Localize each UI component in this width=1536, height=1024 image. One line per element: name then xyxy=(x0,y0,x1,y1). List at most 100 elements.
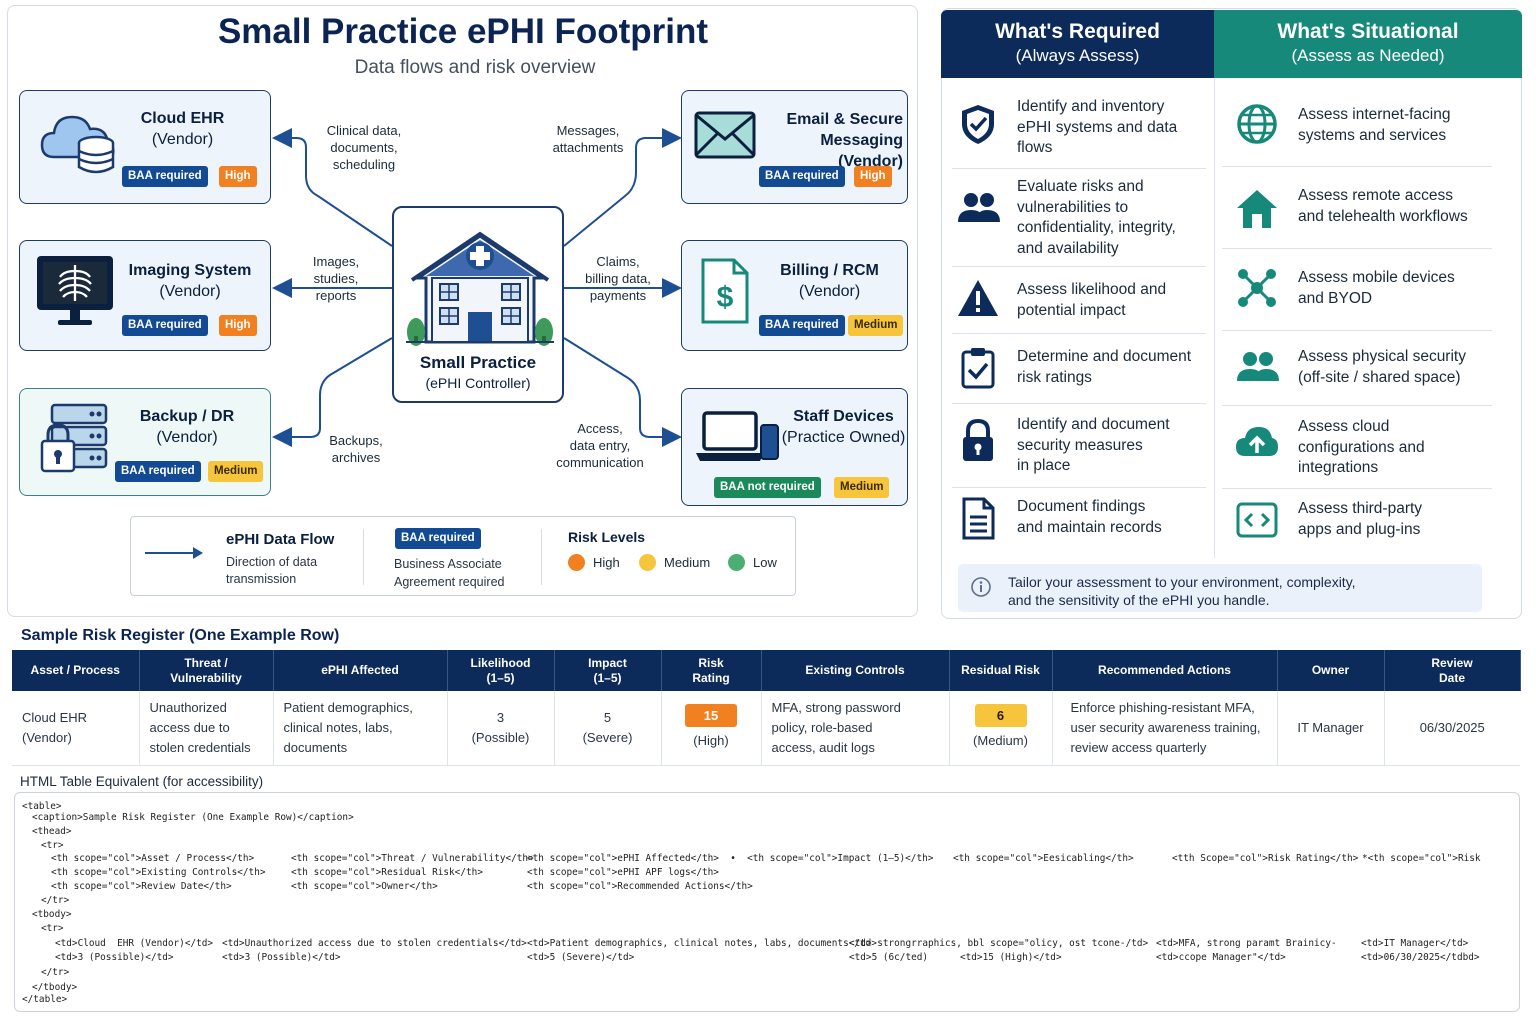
medium-dot-icon xyxy=(639,554,656,571)
flow-connectors xyxy=(272,128,682,447)
code-line: <td>3 (Possible)</td> xyxy=(222,952,341,963)
code-line: <th scope="col">Eesicabling</th> xyxy=(953,853,1134,864)
code-line: <th scope="col">Asset / Process</th> xyxy=(51,853,255,864)
residual-risk-pill: 6 xyxy=(974,704,1027,728)
code-line: <tbody> xyxy=(32,909,72,920)
assessment-item-line: apps and plug-ins xyxy=(1298,520,1421,538)
row-separator xyxy=(1222,166,1492,167)
code-line: <tth Scope="col">Risk Rating</th> xyxy=(1172,853,1359,864)
legend-risk-high: High xyxy=(568,554,620,571)
situational-header: What's Situational (Assess as Needed) xyxy=(1214,10,1522,78)
flow-line-email xyxy=(563,128,682,247)
flow-label-billing: Claims,billing data,payments xyxy=(585,254,651,303)
flow-label-imaging: Images,studies,reports xyxy=(312,254,360,303)
flow-label-backup: Backups,archives xyxy=(329,433,383,465)
code-line: <td>Unauthorized access due to stolen cr… xyxy=(222,938,527,949)
people-icon xyxy=(1237,352,1279,381)
flow-label-cloud-ehr: Clinical data,documents,scheduling xyxy=(326,123,402,172)
code-line: <th scope="col">Recommended Actions</th> xyxy=(527,881,753,892)
column-header: Likelihood(1–5) xyxy=(447,650,555,691)
info-note: Tailor your assessment to your environme… xyxy=(958,564,1482,612)
node-label: Cloud EHR(Vendor) xyxy=(140,110,225,148)
row-separator xyxy=(1222,248,1492,249)
low-dot-icon xyxy=(728,554,745,571)
assessment-item-icon xyxy=(956,345,1000,389)
code-line: <td>ccope Manager"</td> xyxy=(1156,952,1286,963)
svg-text:$: $ xyxy=(717,281,734,314)
arrow-icon xyxy=(145,547,203,559)
assessment-item-line: vulnerabilities to xyxy=(1017,198,1129,216)
assessment-item-line: Evaluate risks and xyxy=(1017,178,1144,195)
assessment-item-line: and availability xyxy=(1017,239,1119,257)
row-separator xyxy=(952,487,1206,488)
node-label: Small Practice(ePHI Controller) xyxy=(419,353,537,391)
shield-check-icon xyxy=(962,105,994,144)
assessment-item-icon xyxy=(1235,498,1279,542)
server-lock-icon xyxy=(40,403,108,473)
legend-risk-title: Risk Levels xyxy=(568,529,646,545)
assessment-item-line: Identify and inventory xyxy=(1017,98,1165,115)
assessment-item-line: Assess mobile devices xyxy=(1298,269,1455,286)
node-staff-devices: Staff Devices(Practice Owned) BAA not re… xyxy=(681,388,908,506)
xray-monitor-icon xyxy=(37,256,113,325)
code-line: <td>Cloud EHR (Vendor)</td> xyxy=(55,938,214,949)
assessment-item-line: flows xyxy=(1017,139,1053,156)
assessment-item-line: and telehealth workflows xyxy=(1298,207,1468,225)
assessment-item-icon xyxy=(1235,420,1279,464)
assessment-item-line: Determine and document xyxy=(1017,348,1192,365)
cloud-upload-icon xyxy=(1236,427,1278,456)
html-equivalent-title: HTML Table Equivalent (for accessibility… xyxy=(20,774,264,789)
code-line: <td>06/30/2025</tdbd> xyxy=(1361,952,1480,963)
baa-badge: BAA not required xyxy=(714,477,821,498)
assessment-item-line: Assess likelihood and xyxy=(1017,281,1167,298)
column-header: Impact(1–5) xyxy=(554,650,662,691)
risk-badge: High xyxy=(219,315,257,336)
legend-divider xyxy=(541,529,542,585)
note-line: Tailor your assessment to your environme… xyxy=(1008,574,1356,590)
code-line: </tr> xyxy=(41,895,70,906)
code-line: <caption>Sample Risk Register (One Examp… xyxy=(32,812,354,823)
note-line: and the sensitivity of the ePHI you hand… xyxy=(1008,592,1270,608)
node-imaging-system: Imaging System(Vendor) BAA required High xyxy=(19,240,271,351)
legend-baa-badge: BAA required xyxy=(395,528,481,549)
code-line: </tbody> xyxy=(32,982,78,993)
column-divider xyxy=(1214,78,1215,558)
code-line: <th scope="col">Threat / Vulnerability</… xyxy=(291,853,534,864)
assessment-item-line: (off-site / shared space) xyxy=(1298,368,1461,386)
flow-line-staff xyxy=(563,337,682,447)
assessment-item-icon xyxy=(956,102,1000,146)
assessment-item-line: systems and services xyxy=(1298,126,1447,144)
assessment-item-line: security measures xyxy=(1017,436,1143,454)
warning-icon xyxy=(958,280,998,316)
code-line: *<th scope="col">Risk xyxy=(1362,853,1481,864)
envelope-icon xyxy=(694,111,756,159)
code-line: <tr> xyxy=(41,840,64,851)
cell-likelihood: 3(Possible) xyxy=(447,691,555,766)
assessment-item-icon xyxy=(1235,186,1279,230)
assessment-item: Assess physical security(off-site / shar… xyxy=(1298,347,1466,388)
column-header: Existing Controls xyxy=(761,650,950,691)
legend-risk-medium: Medium xyxy=(639,554,710,571)
node-backup-dr: Backup / DR(Vendor) BAA required Medium xyxy=(19,388,271,496)
row-separator xyxy=(952,403,1206,404)
row-separator xyxy=(1222,405,1492,406)
code-line: <table> xyxy=(22,801,62,812)
page-title: Small Practice ePHI Footprint xyxy=(217,12,709,51)
people-icon xyxy=(958,193,1000,222)
node-label: Staff Devices(Practice Owned) xyxy=(781,408,906,446)
info-icon xyxy=(971,577,991,597)
cloud-database-icon xyxy=(40,115,115,174)
risk-badge: High xyxy=(219,166,257,187)
